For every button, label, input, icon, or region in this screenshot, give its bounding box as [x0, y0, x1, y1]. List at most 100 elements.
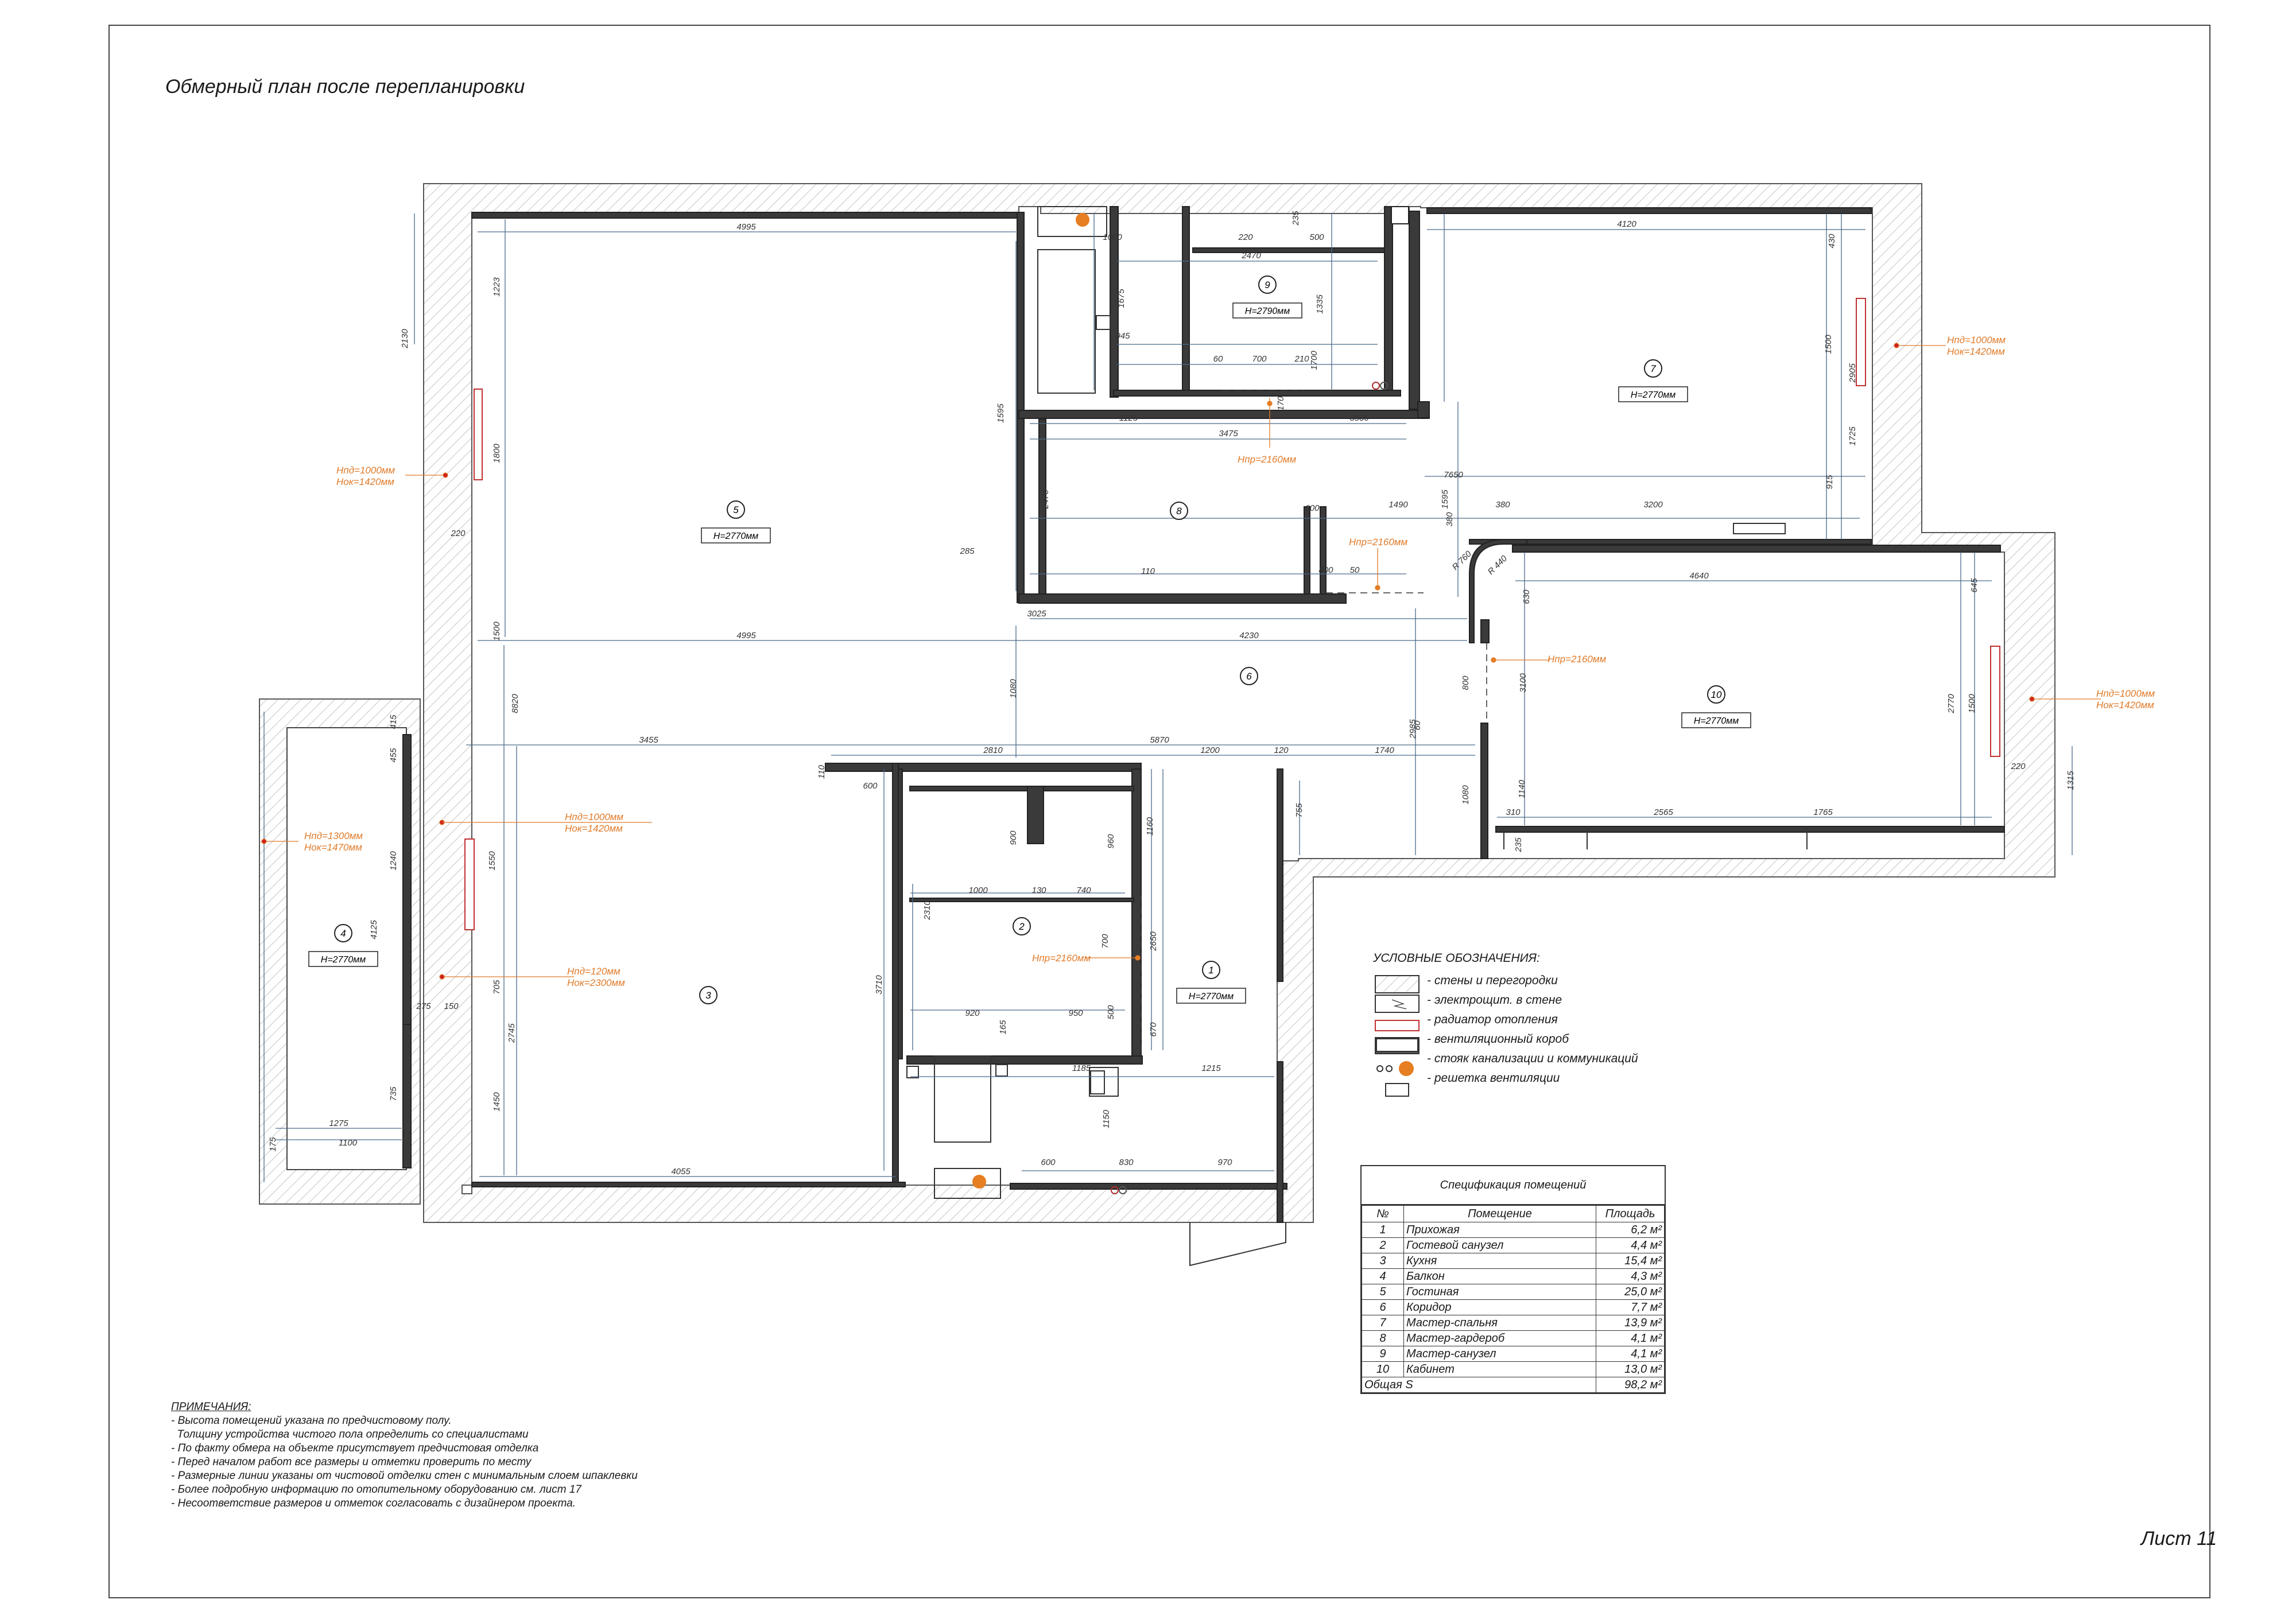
- door-label-2: Нпр=2160мм: [1032, 953, 1091, 964]
- dimension-value: 645: [1969, 578, 1979, 593]
- dimension-value: 130: [1031, 886, 1046, 895]
- dimension-value: 2745: [507, 1023, 517, 1043]
- room-number: 9: [1265, 279, 1270, 290]
- window-label-4a: Нпд=1300мм: [304, 830, 363, 841]
- room-number: 8: [1176, 506, 1182, 517]
- spec-row-room: Прихожая: [1403, 1222, 1596, 1238]
- dimension-value: 235: [1291, 211, 1301, 226]
- dimension-value: 755: [1294, 803, 1304, 818]
- dimension-value: 110: [817, 764, 827, 779]
- radiators: [464, 298, 2000, 930]
- notes-block: ПРИМЕЧАНИЯ: - Высота помещений указана п…: [171, 1400, 638, 1511]
- legend-item-riser: - стояк канализации и коммуникаций: [1427, 1052, 1638, 1065]
- spec-row-num: 3: [1362, 1253, 1404, 1269]
- dimension-value: 4995: [736, 631, 756, 640]
- dimension-value: 1080: [1009, 679, 1018, 698]
- window-label-7a: Нпд=1000мм: [1947, 335, 2006, 345]
- door-label-6: Нпр=2160мм: [1349, 537, 1407, 548]
- legend: УСЛОВНЫЕ ОБОЗНАЧЕНИЯ: - стены и перегоро…: [1373, 952, 1638, 1088]
- dimension-value: 1275: [329, 1119, 348, 1128]
- dimension-value: 310: [1506, 807, 1521, 817]
- door-label-8: Нпр=2160мм: [1238, 454, 1296, 465]
- room-marker-6: 6: [1240, 667, 1258, 685]
- note-line: - Несоответствие размеров и отметок согл…: [171, 1497, 576, 1509]
- dimension-value: 60: [1413, 720, 1422, 730]
- spec-total-label: Общая S: [1362, 1377, 1596, 1393]
- spec-row-area: 13,9 м²: [1596, 1315, 1665, 1331]
- dimension-value: 1740: [1375, 746, 1394, 755]
- dimension-value: 1125: [1119, 413, 1138, 423]
- room-height: H=2770мм: [1694, 716, 1739, 726]
- spec-row-room: Кухня: [1403, 1253, 1596, 1269]
- spec-row-room: Балкон: [1403, 1268, 1596, 1284]
- window-label-5b: Нок=1420мм: [336, 476, 394, 487]
- note-line: Толщину устройства чистого пола определи…: [171, 1428, 529, 1440]
- window-label-3b: Нок=1420мм: [565, 823, 623, 834]
- dimension-value: 1160: [1145, 817, 1155, 836]
- dimension-value: 4055: [671, 1167, 691, 1177]
- dimension-value: 1500: [1824, 335, 1833, 354]
- note-line: - По факту обмера на объекте присутствуе…: [171, 1442, 539, 1454]
- dimension-value: 8820: [510, 694, 520, 713]
- dimension-value: 4640: [1689, 571, 1709, 581]
- dimension-value: 1100: [339, 1138, 358, 1148]
- dimension-value: 1215: [1201, 1063, 1221, 1073]
- dimension-value: 50: [1350, 565, 1360, 575]
- dimension-value: 455: [389, 748, 398, 763]
- spec-row-room: Мастер-спальня: [1403, 1315, 1596, 1331]
- exterior-walls: [259, 183, 2055, 1223]
- dimension-value: 7650: [1444, 470, 1463, 480]
- dimension-value: 2985: [1408, 719, 1418, 739]
- dimension-value: 2810: [983, 746, 1003, 755]
- spec-row-num: 2: [1362, 1237, 1404, 1253]
- dimension-value: 170: [1276, 396, 1286, 411]
- dimension-value: 1500: [1967, 694, 1977, 713]
- window-label-4b: Нок=1470мм: [304, 842, 362, 853]
- legend-item-vent-grille: - решетка вентиляции: [1427, 1071, 1560, 1085]
- dimension-value: 1765: [1813, 807, 1833, 817]
- room-number: 7: [1650, 363, 1656, 374]
- room-marker-1: 1H=2770мм: [1176, 961, 1246, 1004]
- room-marker-4: 4H=2770мм: [308, 924, 378, 967]
- dimension-value: 945: [1115, 331, 1130, 341]
- dimension-value: 1595: [996, 403, 1006, 423]
- dimension-value: 380: [1495, 500, 1510, 510]
- dimension-value: 1315: [2066, 771, 2076, 790]
- legend-item-vent-box: - вентиляционный короб: [1427, 1032, 1569, 1046]
- door-label-10: Нпр=2160мм: [1548, 654, 1606, 665]
- room-number: 4: [340, 928, 346, 939]
- legend-heading: УСЛОВНЫЕ ОБОЗНАЧЕНИЯ:: [1373, 952, 1540, 965]
- spec-row-area: 13,0 м²: [1596, 1361, 1665, 1377]
- room-number: 1: [1208, 965, 1213, 976]
- dimension-value: 2310: [922, 900, 932, 921]
- dimension-value: R 440: [1486, 553, 1510, 577]
- window-label-10b: Нок=1420мм: [2096, 700, 2154, 710]
- risers: [972, 213, 1388, 1194]
- room-markers: 1H=2770мм234H=2770мм5H=2770мм67H=2770мм8…: [308, 275, 1751, 1004]
- dimension-value: 380: [1445, 512, 1455, 527]
- dimension-value: 285: [959, 546, 975, 556]
- sheet-number: Лист 11: [2141, 1528, 2217, 1550]
- spec-row-area: 4,1 м²: [1596, 1330, 1665, 1346]
- dimension-value: 630: [1522, 589, 1531, 604]
- spec-row-num: 5: [1362, 1284, 1404, 1300]
- spec-row-room: Коридор: [1403, 1299, 1596, 1315]
- dimension-value: 110: [1141, 566, 1155, 576]
- spec-row-area: 7,7 м²: [1596, 1299, 1665, 1315]
- dimension-value: 970: [1217, 1158, 1232, 1167]
- dimension-value: 3100: [1518, 673, 1528, 693]
- spec-row-num: 1: [1362, 1222, 1404, 1238]
- dimension-value: 4230: [1239, 631, 1259, 640]
- door-openings: [1141, 390, 1487, 1056]
- spec-caption: Спецификация помещений: [1362, 1166, 1665, 1205]
- spec-row-num: 4: [1362, 1268, 1404, 1284]
- spec-row-area: 4,1 м²: [1596, 1346, 1665, 1362]
- dimension-value: 1550: [487, 851, 497, 871]
- window-label-7b: Нок=1420мм: [1947, 346, 2005, 357]
- spec-row-area: 6,2 м²: [1596, 1222, 1665, 1238]
- dimension-value: 920: [965, 1008, 980, 1018]
